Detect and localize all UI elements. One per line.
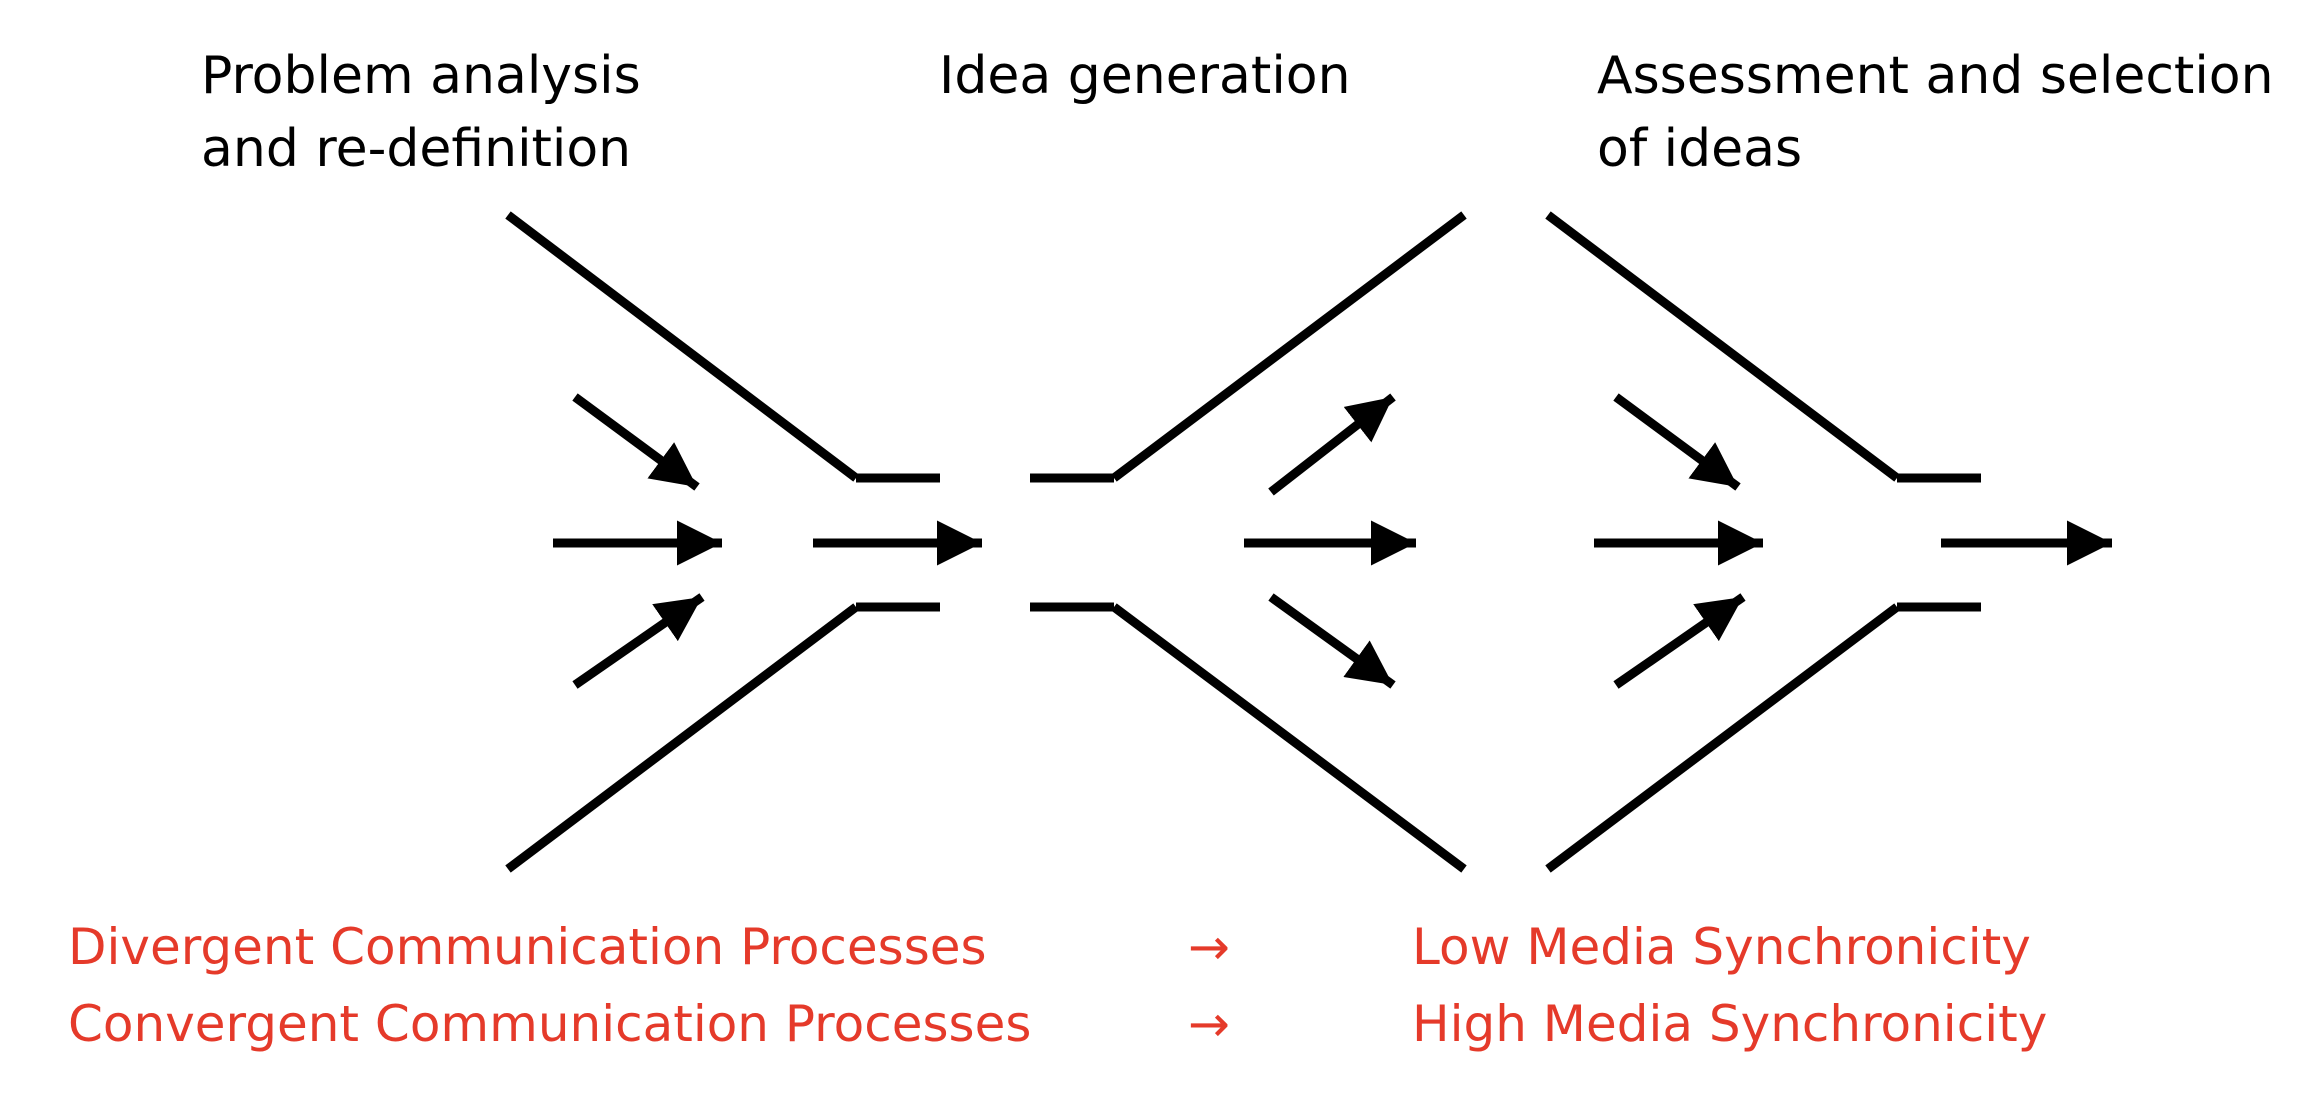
funnel-2-bottom-line — [1111, 603, 1467, 873]
arrow-stage3-upper — [1613, 393, 1741, 491]
legend-divergent-process: Divergent Communication Processes — [68, 918, 987, 976]
phase-label-idea-generation: Idea generation — [939, 40, 1351, 113]
phase-label-line: and re-definition — [201, 119, 632, 179]
arrow-stage2-lower — [1268, 593, 1396, 689]
funnel-3-top-line — [1545, 211, 1900, 482]
arrow-stage2-upper — [1268, 393, 1396, 496]
legend-high-synchronicity: High Media Synchronicity — [1412, 995, 2048, 1053]
phase-label-line: of ideas — [1597, 119, 1803, 179]
phase-label-assessment-selection: Assessment and selection of ideas — [1597, 40, 2274, 186]
legend-arrow-icon: → — [1188, 918, 1230, 976]
phase-label-line: Problem analysis — [201, 46, 641, 106]
phase-label-line: Idea generation — [939, 46, 1351, 106]
funnel-1-top-line — [505, 211, 859, 482]
phase-label-problem-analysis: Problem analysis and re-definition — [201, 40, 641, 186]
arrow-stage1-lower — [572, 593, 705, 689]
funnel-1-bottom-line — [505, 603, 859, 873]
arrow-stage3-lower — [1613, 593, 1746, 689]
legend-convergent-process: Convergent Communication Processes — [68, 995, 1032, 1053]
legend-low-synchronicity: Low Media Synchronicity — [1412, 918, 2031, 976]
arrow-stage1-upper — [572, 393, 700, 491]
legend-arrow-icon: → — [1188, 995, 1230, 1053]
phase-label-line: Assessment and selection — [1597, 46, 2274, 106]
funnel-2-top-line — [1111, 211, 1467, 482]
funnel-3-bottom-line — [1545, 603, 1900, 873]
